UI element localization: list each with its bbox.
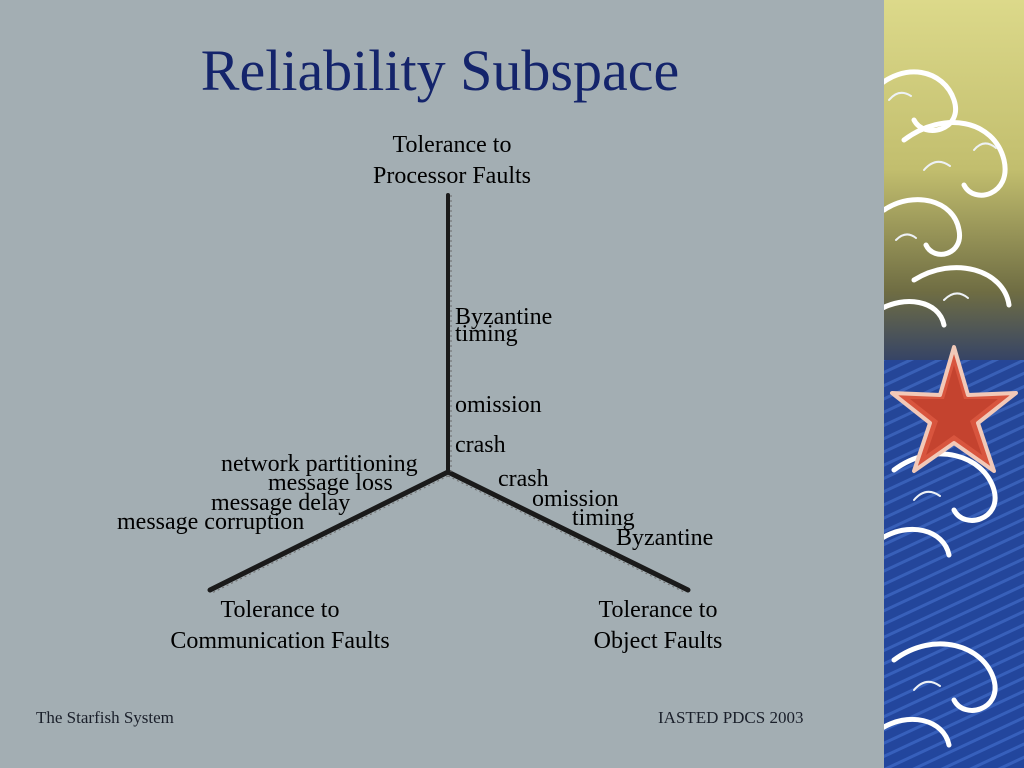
object-level-omission: omission — [532, 486, 619, 512]
processor-level-crash: crash — [455, 432, 506, 458]
processor-level-byzantine: Byzantine — [455, 304, 553, 330]
footer-right: IASTED PDCS 2003 — [658, 708, 804, 727]
object-level-crash: crash — [498, 466, 549, 492]
object-axis-line — [445, 469, 691, 593]
object-level-byzantine: Byzantine — [616, 525, 714, 551]
ocean-wave-artwork — [884, 0, 1024, 768]
object-level-timing: timing — [572, 505, 635, 531]
communication-level-message-delay: message delay — [211, 490, 351, 516]
footer-left: The Starfish System — [36, 708, 174, 727]
starfish-icon — [890, 345, 1018, 473]
communication-axis-title: Tolerance to Communication Faults — [170, 597, 390, 654]
communication-level-network-partitioning: network partitioning — [221, 451, 418, 477]
object-axis-title: Tolerance to Object Faults — [593, 597, 723, 654]
communication-axis-line — [207, 469, 451, 593]
fault-axes-diagram — [207, 193, 691, 594]
communication-level-message-corruption: message corruption — [117, 509, 305, 535]
processor-axis-title: Tolerance to Processor Faults — [373, 132, 531, 189]
processor-level-timing: timing — [455, 321, 518, 347]
slide-title: Reliability Subspace — [200, 38, 680, 103]
communication-level-message-loss: message loss — [268, 470, 393, 496]
processor-level-omission: omission — [455, 392, 542, 418]
